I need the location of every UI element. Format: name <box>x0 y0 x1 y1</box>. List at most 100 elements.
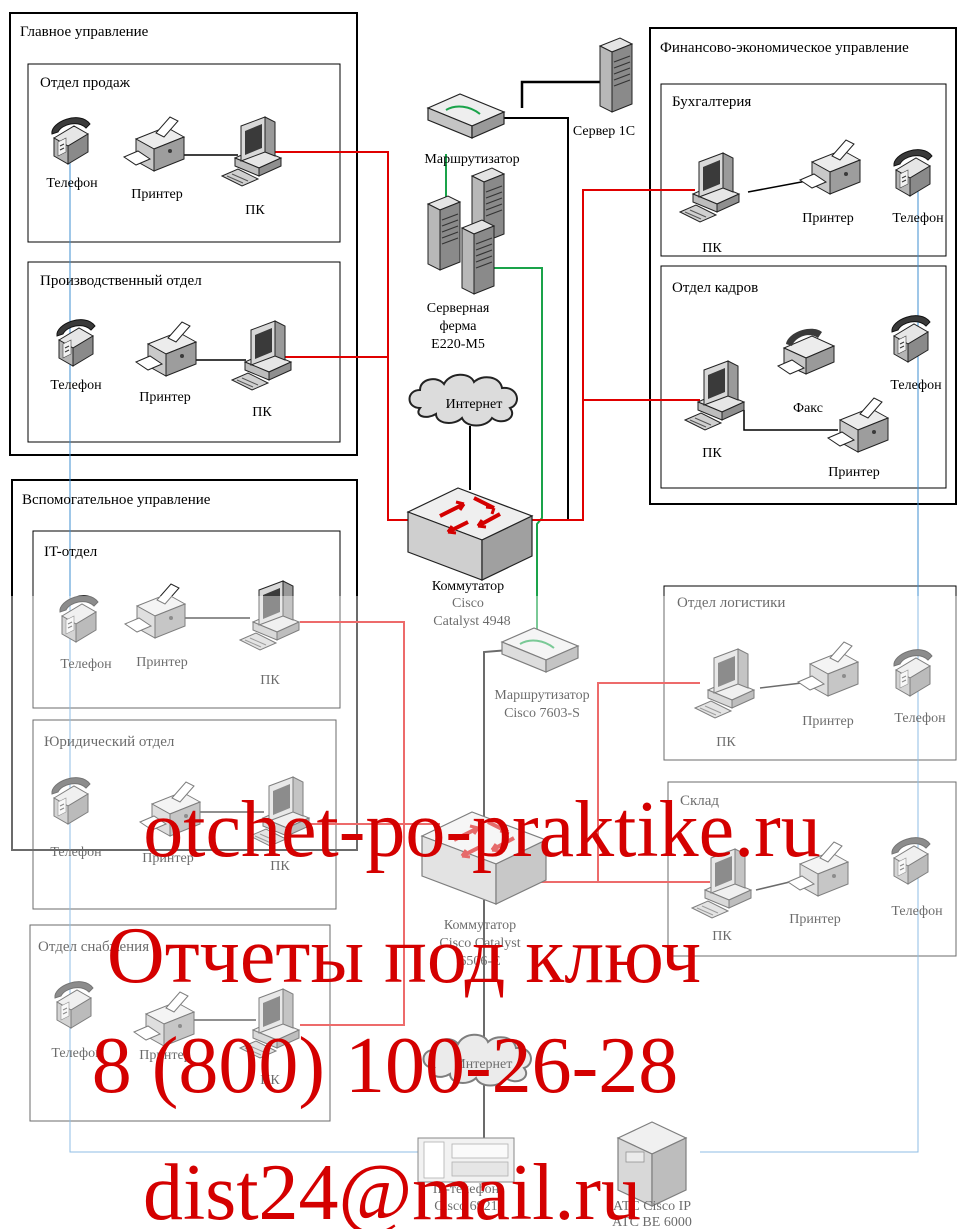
supply-printer-label: Принтер <box>139 1048 190 1063</box>
legal-dept-box <box>32 719 337 910</box>
it-pc-label: ПК <box>260 673 280 688</box>
it-phone-label: Телефон <box>60 657 112 672</box>
accounting-phone-label: Телефон <box>892 211 944 226</box>
production-printer-icon <box>135 321 197 377</box>
main-admin-area <box>9 12 358 456</box>
production-phone-icon <box>56 319 96 367</box>
sales-pc-icon <box>221 116 282 187</box>
server-farm-label-3: E220-M5 <box>431 337 485 352</box>
accounting-pc-icon <box>679 152 740 223</box>
sales-phone-label: Телефон <box>46 176 98 191</box>
fade-overlay <box>0 596 960 1229</box>
server-1c-label: Сервер 1С <box>573 124 635 139</box>
pbx-label-2: АТС BE 6000 <box>612 1215 692 1229</box>
warehouse-pc-label: ПК <box>712 929 732 944</box>
production-pc-label: ПК <box>252 405 272 420</box>
accounting-printer-label: Принтер <box>802 211 853 226</box>
link-switch-finance <box>500 189 695 521</box>
sales-dept-title: Отдел продаж <box>40 75 131 91</box>
warehouse-printer-label: Принтер <box>789 912 840 927</box>
sales-pc-label: ПК <box>245 203 265 218</box>
logistics-dept-title: Отдел логистики <box>677 595 785 611</box>
warehouse-dept-title: Склад <box>680 793 719 809</box>
switch-cisco-4948-icon <box>406 486 534 582</box>
phone-bus-left <box>69 150 420 1153</box>
switch1-label-3: Catalyst 4948 <box>433 614 510 629</box>
sales-phone-icon <box>51 117 91 165</box>
sales-printer-icon <box>123 116 185 172</box>
link-router-server1c <box>520 80 600 108</box>
accounting-dept-box <box>660 83 947 257</box>
server-farm-label-2: ферма <box>439 319 477 334</box>
legal-dept-title: Юридический отдел <box>44 734 175 750</box>
link-switch2-logistics <box>530 682 700 883</box>
accounting-dept-title: Бухгалтерия <box>672 94 751 110</box>
finance-title: Финансово-экономическое управление <box>660 40 909 56</box>
link-supply-pc-switch2 <box>300 823 440 1026</box>
pbx-label-1: АТС Cisco IP <box>613 1199 691 1214</box>
hr-pc-label: ПК <box>702 446 722 461</box>
hr-phone-icon <box>891 315 931 363</box>
warehouse-dept-box <box>667 781 957 957</box>
finance-area <box>649 27 957 505</box>
supply-pc-label: ПК <box>260 1073 280 1088</box>
phone-bus-right <box>700 185 919 1153</box>
router2-label-1: Маршрутизатор <box>494 688 589 703</box>
router2-label-2: Cisco 7603-S <box>504 706 580 721</box>
warehouse-phone-label: Телефон <box>891 904 943 919</box>
switch2-label-1: Коммутатор <box>444 918 516 933</box>
accounting-printer-icon <box>799 139 861 195</box>
logistics-dept-box <box>663 585 957 761</box>
link-aux-pcs-switch2 <box>300 621 405 825</box>
accounting-phone-icon <box>893 149 933 197</box>
internet-label: Интернет <box>446 397 503 412</box>
server-farm-label-1: Серверная <box>427 301 490 316</box>
link-hr-pc-printer <box>743 410 838 431</box>
watermark-line-4: dist24@mail.ru <box>143 1149 641 1229</box>
hr-pc-icon <box>684 360 745 431</box>
internet2-label: Интернет <box>456 1057 513 1072</box>
legal-phone-label: Телефон <box>50 845 102 860</box>
hr-fax-icon <box>777 328 835 375</box>
supply-phone-label: Телефон <box>51 1046 103 1061</box>
production-printer-label: Принтер <box>139 390 190 405</box>
switch2-label-2: Cisco Catalyst <box>439 936 520 951</box>
switch1-label-2: Cisco <box>452 596 484 611</box>
link-acc-pc-printer <box>747 179 813 193</box>
legal-printer-label: Принтер <box>142 851 193 866</box>
legal-pc-label: ПК <box>270 859 290 874</box>
hr-dept-box <box>660 265 947 489</box>
supply-dept-box <box>29 924 331 1122</box>
link-sales-pc-switch <box>258 151 426 521</box>
link-farm-router2 <box>478 267 543 630</box>
supply-dept-title: Отдел снабжения <box>38 939 149 955</box>
logistics-pc-label: ПК <box>716 735 736 750</box>
server-farm-icon-1 <box>427 195 461 271</box>
server-1c-icon <box>599 37 633 113</box>
server-farm-icon-3 <box>461 219 495 295</box>
hr-fax-label: Факс <box>793 401 823 416</box>
it-dept-box <box>32 530 341 709</box>
hr-phone-label: Телефон <box>890 378 942 393</box>
production-dept-title: Производственный отдел <box>40 273 202 289</box>
switch1-label-1: Коммутатор <box>432 579 504 594</box>
watermark-line-2: Отчеты под ключ <box>107 912 701 1000</box>
logistics-printer-label: Принтер <box>802 714 853 729</box>
ip-phone-label-1: IP-телефон <box>433 1182 500 1197</box>
production-dept-box <box>27 261 341 443</box>
production-pc-icon <box>231 320 292 391</box>
production-phone-label: Телефон <box>50 378 102 393</box>
hr-dept-title: Отдел кадров <box>672 280 758 296</box>
accounting-pc-label: ПК <box>702 241 722 256</box>
router-icon <box>427 93 505 139</box>
watermark-line-1: otchet-po-praktike.ru <box>143 786 821 874</box>
ip-phone-label-2: Cisco 6921 <box>434 1199 497 1214</box>
watermark: otchet-po-praktike.ru Отчеты под ключ 8 … <box>92 786 821 1229</box>
it-printer-label: Принтер <box>136 655 187 670</box>
hr-printer-label: Принтер <box>828 465 879 480</box>
switch2-label-3: 6506-E <box>459 954 500 969</box>
main-admin-title: Главное управление <box>20 24 149 40</box>
logistics-phone-label: Телефон <box>894 711 946 726</box>
watermark-line-3: 8 (800) 100-26-28 <box>92 1022 679 1110</box>
